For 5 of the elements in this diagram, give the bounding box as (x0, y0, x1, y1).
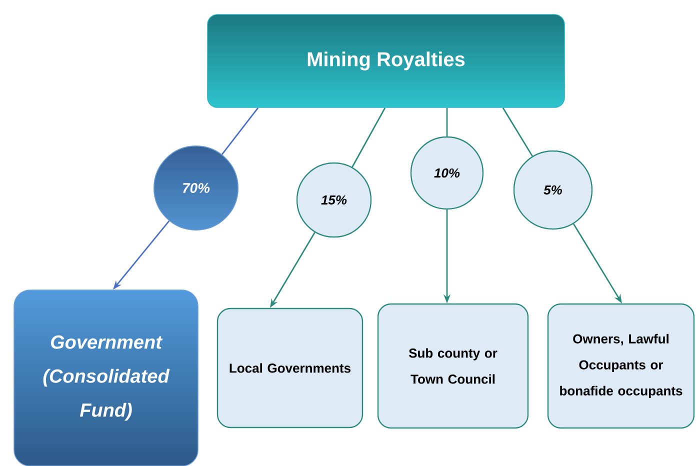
recipient-box: Sub county or Town Council (377, 303, 529, 429)
recipient-box: Owners, Lawful Occupants or bonafide occupants (547, 303, 695, 429)
recipient-box: Local Governments (216, 308, 364, 428)
heading-box: Mining Royalties (207, 14, 565, 108)
recipient-box: Government (Consolidated Fund) (14, 290, 198, 466)
